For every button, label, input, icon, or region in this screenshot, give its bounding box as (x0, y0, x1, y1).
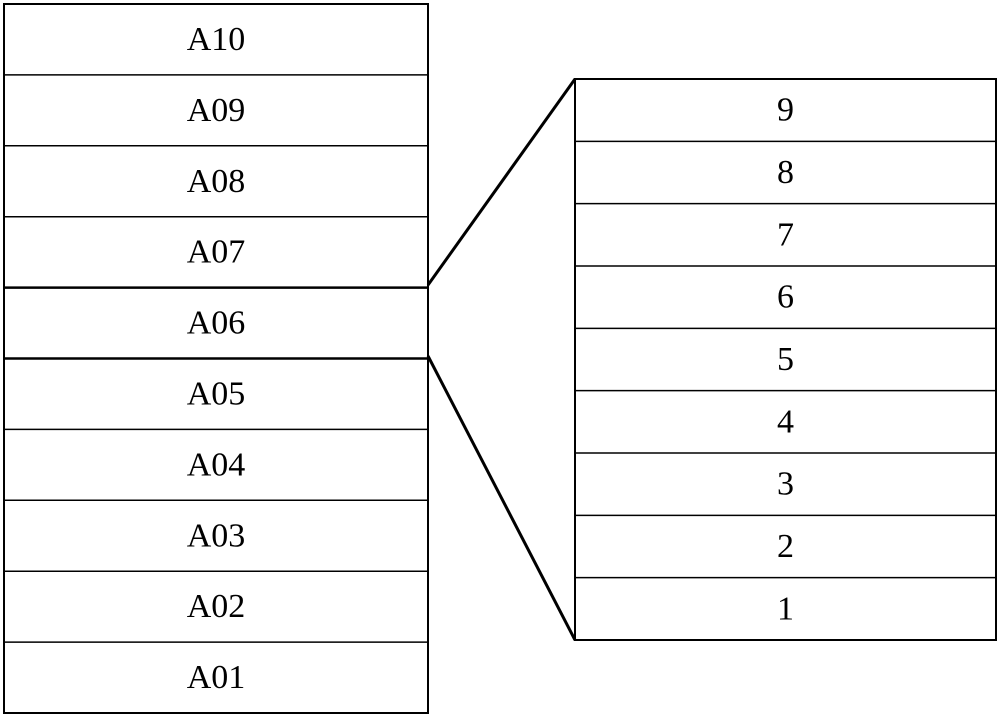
right-stack-outline (574, 78, 997, 641)
right-stack-cell-1: 1 (777, 590, 794, 627)
right-stack-cell-7: 7 (777, 216, 794, 253)
left-stack-cell-label: A01 (187, 659, 246, 696)
left-stack-cell-a09: A09 (187, 92, 246, 129)
right-stack-cell-label: 5 (777, 341, 794, 378)
right-stack-cell-2: 2 (777, 528, 794, 565)
right-stack-cell-label: 8 (777, 154, 794, 191)
left-stack-cell-a08: A08 (187, 163, 246, 200)
right-stack-cell-label: 1 (777, 590, 794, 627)
right-stack-cell-label: 3 (777, 466, 794, 503)
right-stack-cell-5: 5 (777, 341, 794, 378)
connector-bottom (426, 355, 577, 641)
right-stack-cell-4: 4 (777, 403, 794, 440)
left-stack-cell-a02: A02 (187, 588, 246, 625)
left-stack-cell-a04: A04 (187, 446, 246, 483)
right-stack-cell-9: 9 (777, 92, 794, 129)
left-stack-cell-a01: A01 (187, 659, 246, 696)
right-stack-cell-8: 8 (777, 154, 794, 191)
left-stack-cell-label: A08 (187, 163, 246, 200)
left-stack-cell-a06: A06 (187, 305, 246, 342)
right-stack-cell-label: 7 (777, 216, 794, 253)
left-stack-cell-label: A04 (187, 446, 246, 483)
right-stack-cell-3: 3 (777, 466, 794, 503)
left-stack-cell-label: A07 (187, 234, 246, 271)
left-stack-cell-label: A03 (187, 517, 246, 554)
left-stack-cell-a05: A05 (187, 375, 246, 412)
right-stack-cell-label: 6 (777, 279, 794, 316)
left-stack-cell-label: A06 (187, 305, 246, 342)
expansion-connectors (426, 78, 577, 641)
right-stack-cell-label: 9 (777, 92, 794, 129)
left-stack-cell-label: A02 (187, 588, 246, 625)
left-stack-cell-label: A09 (187, 92, 246, 129)
right-stack: 9 8 7 6 5 4 3 2 1 (574, 78, 997, 641)
left-stack-cell-a10: A10 (187, 21, 246, 58)
right-stack-cell-6: 6 (777, 279, 794, 316)
left-stack-cell-a03: A03 (187, 517, 246, 554)
left-stack-cell-a07: A07 (187, 234, 246, 271)
connector-top (426, 78, 577, 286)
right-stack-cell-label: 2 (777, 528, 794, 565)
left-stack-cell-label: A10 (187, 21, 246, 58)
right-stack-cell-label: 4 (777, 403, 794, 440)
left-stack-cell-label: A05 (187, 375, 246, 412)
